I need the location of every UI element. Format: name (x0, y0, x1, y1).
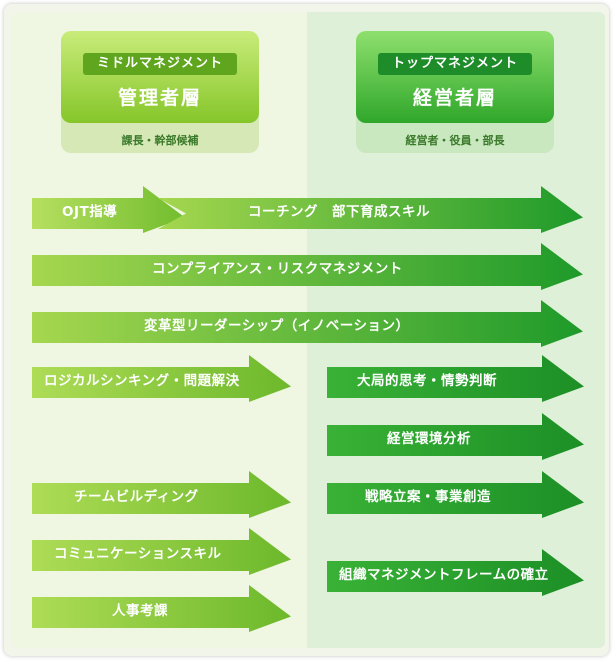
arrow-strategy: 戦略立案・事業創造 (327, 471, 584, 518)
arrow-coaching: コーチング 部下育成スキル (158, 186, 583, 233)
arrow-ojt: OJT指導 (32, 186, 185, 233)
arrow-ojt-label: OJT指導 (62, 204, 118, 220)
top-management-tag: トップマネジメント (378, 53, 532, 75)
arrow-logical-label: ロジカルシンキング・問題解決 (44, 373, 240, 389)
arrow-shape (32, 243, 583, 290)
arrow-hr-label: 人事考課 (112, 603, 168, 619)
arrow-communication-label: コミュニケーションスキル (54, 546, 222, 562)
top-management-subtitle: 経営者・役員・部長 (405, 134, 505, 147)
middle-management-card-header: ミドルマネジメント 管理者層 (61, 31, 259, 123)
arrow-shape (327, 471, 584, 518)
arrow-shape (32, 300, 583, 347)
arrow-shape (32, 355, 291, 402)
arrow-hr: 人事考課 (32, 585, 291, 632)
arrow-compliance-label: コンプライアンス・リスクマネジメント (152, 261, 403, 277)
arrow-shape (32, 471, 291, 518)
top-management-title: 経営者層 (412, 87, 497, 109)
arrow-team-label: チームビルディング (74, 489, 199, 505)
middle-management-tag: ミドルマネジメント (83, 53, 237, 75)
middle-management-title: 管理者層 (117, 87, 202, 109)
arrow-shape (32, 186, 185, 233)
arrow-communication: コミュニケーションスキル (32, 528, 291, 575)
arrow-bigpicture: 大局的思考・情勢判断 (327, 355, 584, 402)
arrow-bigpicture-label: 大局的思考・情勢判断 (357, 373, 497, 389)
arrow-team: チームビルディング (32, 471, 291, 518)
arrow-transform: 変革型リーダーシップ（イノベーション） (32, 300, 583, 347)
arrow-org: 組織マネジメントフレームの確立 (327, 549, 584, 596)
arrow-shape (327, 355, 584, 402)
arrow-coaching-label: コーチング 部下育成スキル (248, 204, 430, 220)
middle-management-subtitle: 課長・幹部候補 (121, 134, 199, 147)
top-management-card-header: トップマネジメント 経営者層 (356, 31, 554, 123)
arrow-shape (158, 186, 583, 233)
arrow-compliance: コンプライアンス・リスクマネジメント (32, 243, 583, 290)
arrow-shape (32, 528, 291, 575)
arrow-environment: 経営環境分析 (327, 413, 584, 460)
arrow-transform-label: 変革型リーダーシップ（イノベーション） (144, 318, 410, 334)
arrow-strategy-label: 戦略立案・事業創造 (365, 489, 491, 505)
arrow-logical: ロジカルシンキング・問題解決 (32, 355, 291, 402)
arrow-shape (327, 413, 584, 460)
middle-management-card: ミドルマネジメント 管理者層 課長・幹部候補 (61, 31, 259, 153)
top-management-card: トップマネジメント 経営者層 経営者・役員・部長 (356, 31, 554, 153)
arrow-environment-label: 経営環境分析 (387, 431, 471, 447)
arrow-shape (327, 549, 584, 596)
arrow-org-label: 組織マネジメントフレームの確立 (339, 567, 549, 583)
arrow-shape (32, 585, 291, 632)
